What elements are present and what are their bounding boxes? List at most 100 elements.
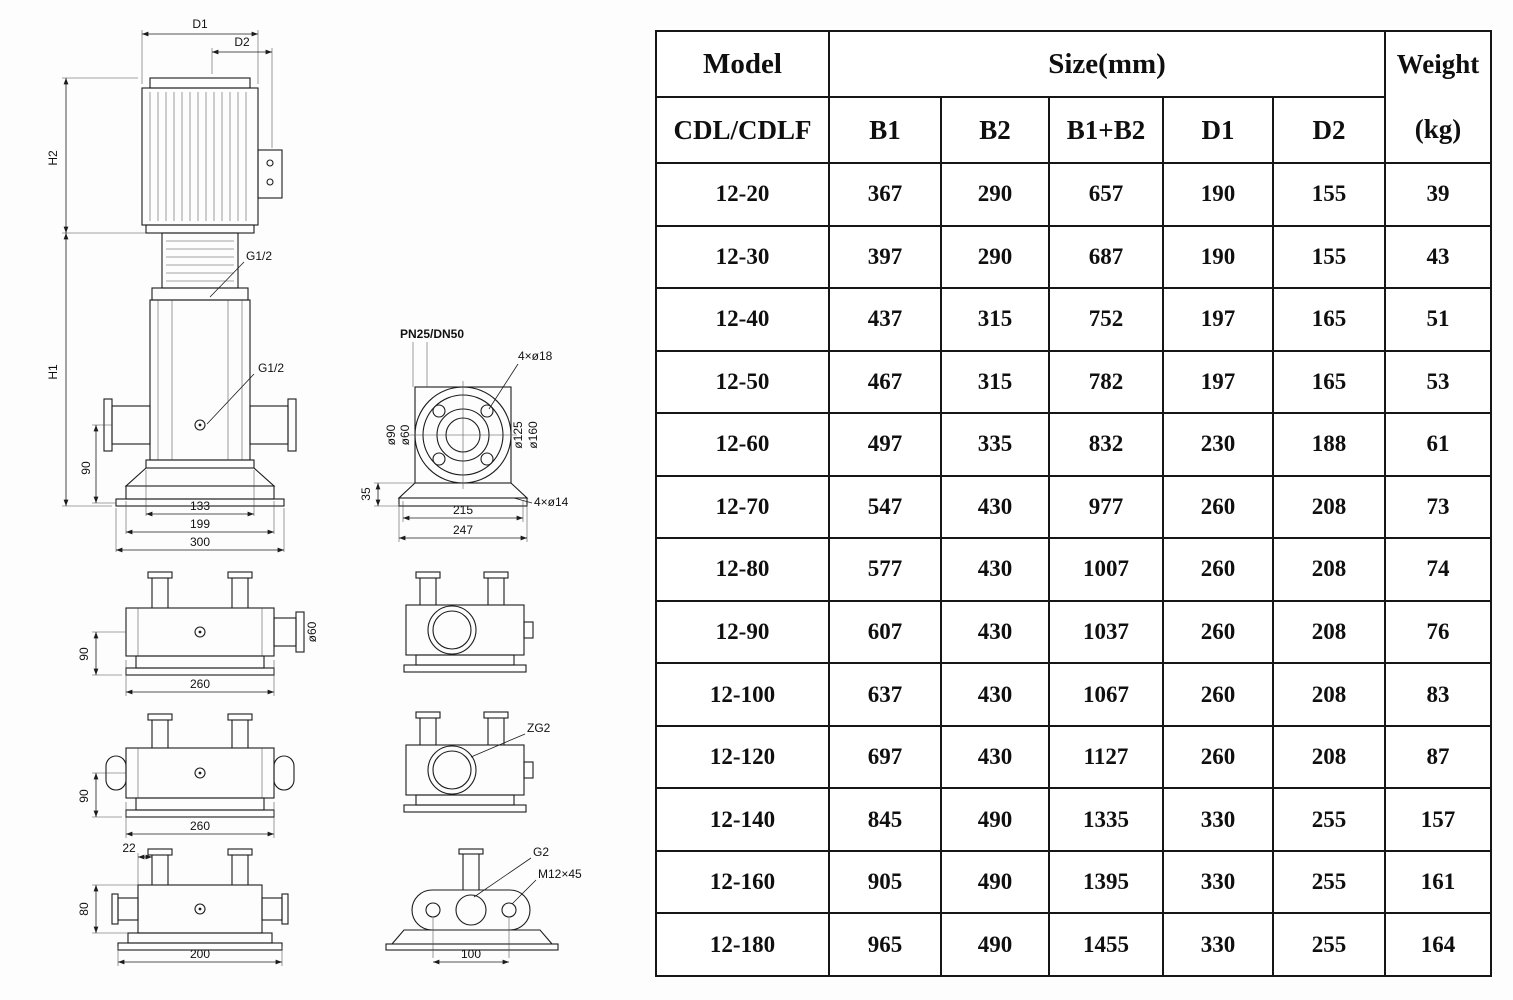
value-cell: 782 (1048, 349, 1164, 415)
value-cell: 190 (1162, 224, 1274, 290)
value-cell: 577 (828, 537, 942, 602)
col-header-model: Model (655, 30, 830, 98)
value-cell: 547 (828, 474, 942, 540)
value-cell: 39 (1384, 162, 1493, 227)
row3-dim90-label: 90 (77, 789, 91, 803)
model-cell: 12-50 (655, 349, 830, 415)
value-cell: 155 (1271, 162, 1387, 227)
value-cell: 490 (940, 787, 1050, 852)
value-cell: 1007 (1048, 537, 1164, 602)
flange-bolt-bottom-label: 4×ø14 (534, 495, 569, 509)
value-cell: 330 (1162, 787, 1274, 852)
value-cell: 965 (828, 912, 942, 977)
value-cell: 208 (1271, 537, 1387, 602)
value-cell: 165 (1271, 349, 1387, 415)
col-header-d1: D1 (1162, 96, 1274, 164)
value-cell: 255 (1271, 787, 1387, 852)
motor-fins (149, 92, 247, 460)
value-cell: 490 (940, 912, 1050, 977)
value-cell: 61 (1384, 412, 1493, 477)
main-pump-dimensions: D1 D2 H2 H1 G1/2 G1/2 90 133 199 300 (46, 17, 284, 553)
value-cell: 430 (940, 599, 1050, 665)
value-cell: 607 (828, 599, 942, 665)
model-cell: 12-30 (655, 224, 830, 290)
value-cell: 1037 (1048, 599, 1164, 665)
value-cell: 260 (1162, 724, 1274, 790)
pump-dimension-drawing: D1 D2 H2 H1 G1/2 G1/2 90 133 199 300 (46, 17, 582, 966)
model-cell: 12-80 (655, 537, 830, 602)
spec-table: Model Size(mm) Weight (kg) CDL/CDLF B1 B… (655, 30, 1493, 977)
value-cell: 977 (1048, 474, 1164, 540)
model-cell: 12-160 (655, 849, 830, 915)
value-cell: 687 (1048, 224, 1164, 290)
value-cell: 367 (828, 162, 942, 227)
value-cell: 208 (1271, 724, 1387, 790)
row2-dia60-label: ø60 (305, 621, 319, 642)
value-cell: 87 (1384, 724, 1493, 790)
flange-dia125-label: ø125 (511, 421, 525, 449)
value-cell: 197 (1162, 287, 1274, 352)
value-cell: 73 (1384, 474, 1493, 540)
value-cell: 197 (1162, 349, 1274, 415)
value-cell: 290 (940, 224, 1050, 290)
row3-dim260-label: 260 (190, 819, 210, 833)
side-view-top-ports: 90 260 ø60 (77, 571, 319, 696)
model-cell: 12-100 (655, 662, 830, 727)
value-cell: 230 (1162, 412, 1274, 477)
row4-dim100-label: 100 (461, 947, 481, 961)
value-cell: 208 (1271, 474, 1387, 540)
value-cell: 497 (828, 412, 942, 477)
value-cell: 467 (828, 349, 942, 415)
value-cell: 51 (1384, 287, 1493, 352)
value-cell: 165 (1271, 287, 1387, 352)
col-header-b1b2: B1+B2 (1048, 96, 1164, 164)
flange-title-label: PN25/DN50 (400, 327, 464, 341)
value-cell: 255 (1271, 849, 1387, 915)
flange-top-view: PN25/DN50 4×ø18 ø90 ø60 ø125 ø160 35 215… (359, 327, 569, 542)
value-cell: 437 (828, 287, 942, 352)
dim-h2-label: H2 (46, 150, 60, 166)
value-cell: 76 (1384, 599, 1493, 665)
weight-unit-label: (kg) (1414, 114, 1462, 144)
dim-h1-label: H1 (46, 364, 60, 380)
side-view-round-ports: 90 260 (77, 713, 295, 838)
value-cell: 752 (1048, 287, 1164, 352)
plan-view-oval-flange: G2 M12×45 100 (385, 845, 582, 965)
model-cell: 12-60 (655, 412, 830, 477)
row4-dim80-label: 80 (77, 902, 91, 916)
dim-300-label: 300 (190, 535, 210, 549)
col-header-d2: D2 (1271, 96, 1387, 164)
model-cell: 12-180 (655, 912, 830, 977)
flange-bolt-top-label: 4×ø18 (518, 349, 553, 363)
value-cell: 208 (1271, 599, 1387, 665)
value-cell: 83 (1384, 662, 1493, 727)
flange-dim215-label: 215 (453, 503, 473, 517)
value-cell: 43 (1384, 224, 1493, 290)
col-header-model-type: CDL/CDLF (655, 96, 830, 164)
side-view-end-ports: 22 80 200 (77, 841, 289, 966)
value-cell: 397 (828, 224, 942, 290)
value-cell: 430 (940, 662, 1050, 727)
value-cell: 697 (828, 724, 942, 790)
port-g12-top-label: G1/2 (246, 249, 272, 263)
value-cell: 430 (940, 724, 1050, 790)
model-cell: 12-20 (655, 162, 830, 227)
weight-label: Weight (1396, 49, 1480, 79)
value-cell: 315 (940, 349, 1050, 415)
value-cell: 1127 (1048, 724, 1164, 790)
value-cell: 1067 (1048, 662, 1164, 727)
row2-dim90-label: 90 (77, 647, 91, 661)
value-cell: 208 (1271, 662, 1387, 727)
